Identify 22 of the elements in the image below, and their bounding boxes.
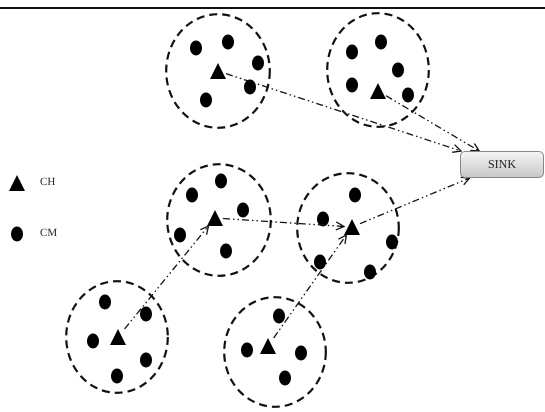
- cluster-circle: [296, 172, 400, 284]
- arrow: [360, 176, 470, 224]
- legend-label: CM: [40, 227, 58, 239]
- cluster-head-triangle: [207, 210, 223, 226]
- arrow: [226, 73, 462, 153]
- arrow: [222, 218, 345, 231]
- cluster-circle: [326, 12, 430, 128]
- sink-box: [460, 151, 544, 178]
- cluster-circle: [223, 296, 327, 408]
- arrow: [386, 95, 480, 152]
- cluster-circle: [165, 13, 271, 129]
- arrow: [273, 234, 347, 338]
- cluster-head-triangle: [344, 219, 360, 235]
- cluster-circle: [166, 163, 272, 277]
- legend-label: CH: [40, 176, 56, 188]
- cluster-head-triangle: [370, 83, 386, 99]
- cluster-head-triangle: [110, 329, 126, 345]
- arrow: [124, 225, 210, 330]
- sink-label: SINK: [488, 157, 516, 172]
- cluster-head-triangle: [210, 63, 226, 79]
- cluster-head-triangle: [260, 338, 276, 354]
- cluster-circle: [65, 280, 169, 394]
